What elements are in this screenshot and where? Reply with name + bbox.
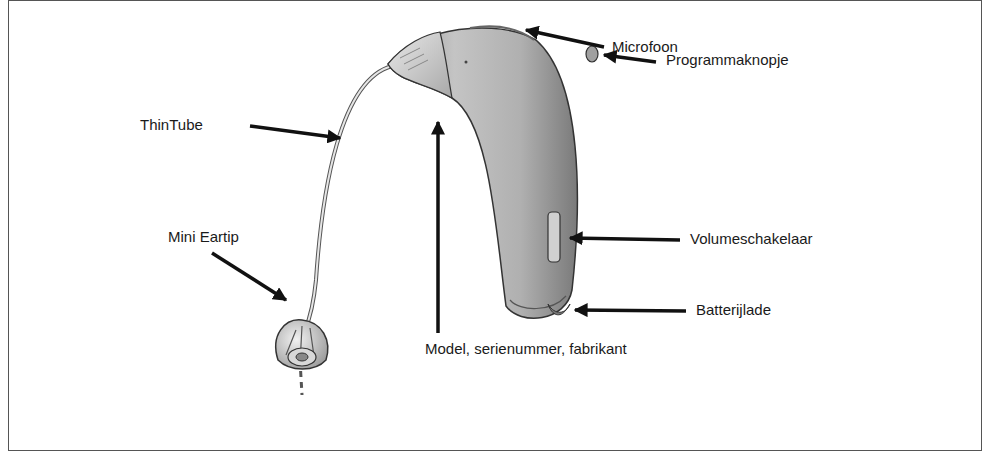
program-button xyxy=(586,46,598,62)
thin-tube-highlight xyxy=(305,66,392,330)
frame xyxy=(9,1,982,451)
thin-tube xyxy=(305,66,392,330)
mini-eartip xyxy=(276,320,328,369)
part-label: Model, serienummer, fabrikant xyxy=(425,340,627,358)
part-label: Programmaknopje xyxy=(666,51,789,69)
volume-switch xyxy=(548,212,560,262)
part-label: Mini Eartip xyxy=(168,228,239,246)
part-label: ThinTube xyxy=(140,116,203,134)
leader-arrows xyxy=(212,30,686,333)
battery-door xyxy=(548,304,570,315)
part-label: Volumeschakelaar xyxy=(690,230,813,248)
part-label: Batterijlade xyxy=(696,301,771,319)
hearing-aid-body xyxy=(388,27,577,319)
